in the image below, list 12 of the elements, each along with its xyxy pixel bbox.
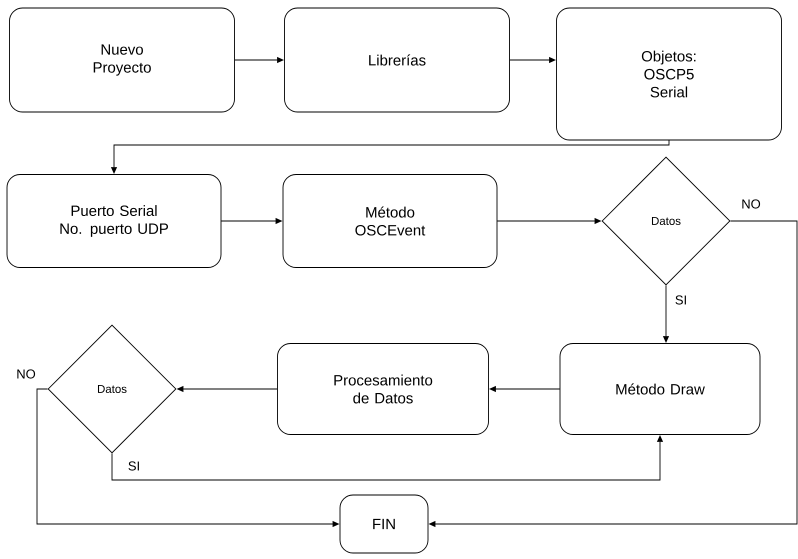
process-box: Puerto Serial No. puerto UDP [6, 174, 222, 268]
edge-label: SI [674, 294, 688, 306]
edge-label: SI [126, 460, 142, 472]
process-box: Librerías [284, 8, 510, 112]
process-box: Método OSCEvent [282, 174, 498, 268]
terminal-box: FIN [340, 494, 428, 554]
process-box: Método Draw [560, 343, 760, 435]
process-box: Objetos: OSCP5 Serial [556, 8, 782, 140]
process-box: Procesamiento de Datos [277, 343, 489, 435]
process-box: Nuevo Proyecto [9, 8, 235, 112]
edge-label: NO [740, 198, 762, 210]
edge-label: NO [15, 368, 37, 380]
